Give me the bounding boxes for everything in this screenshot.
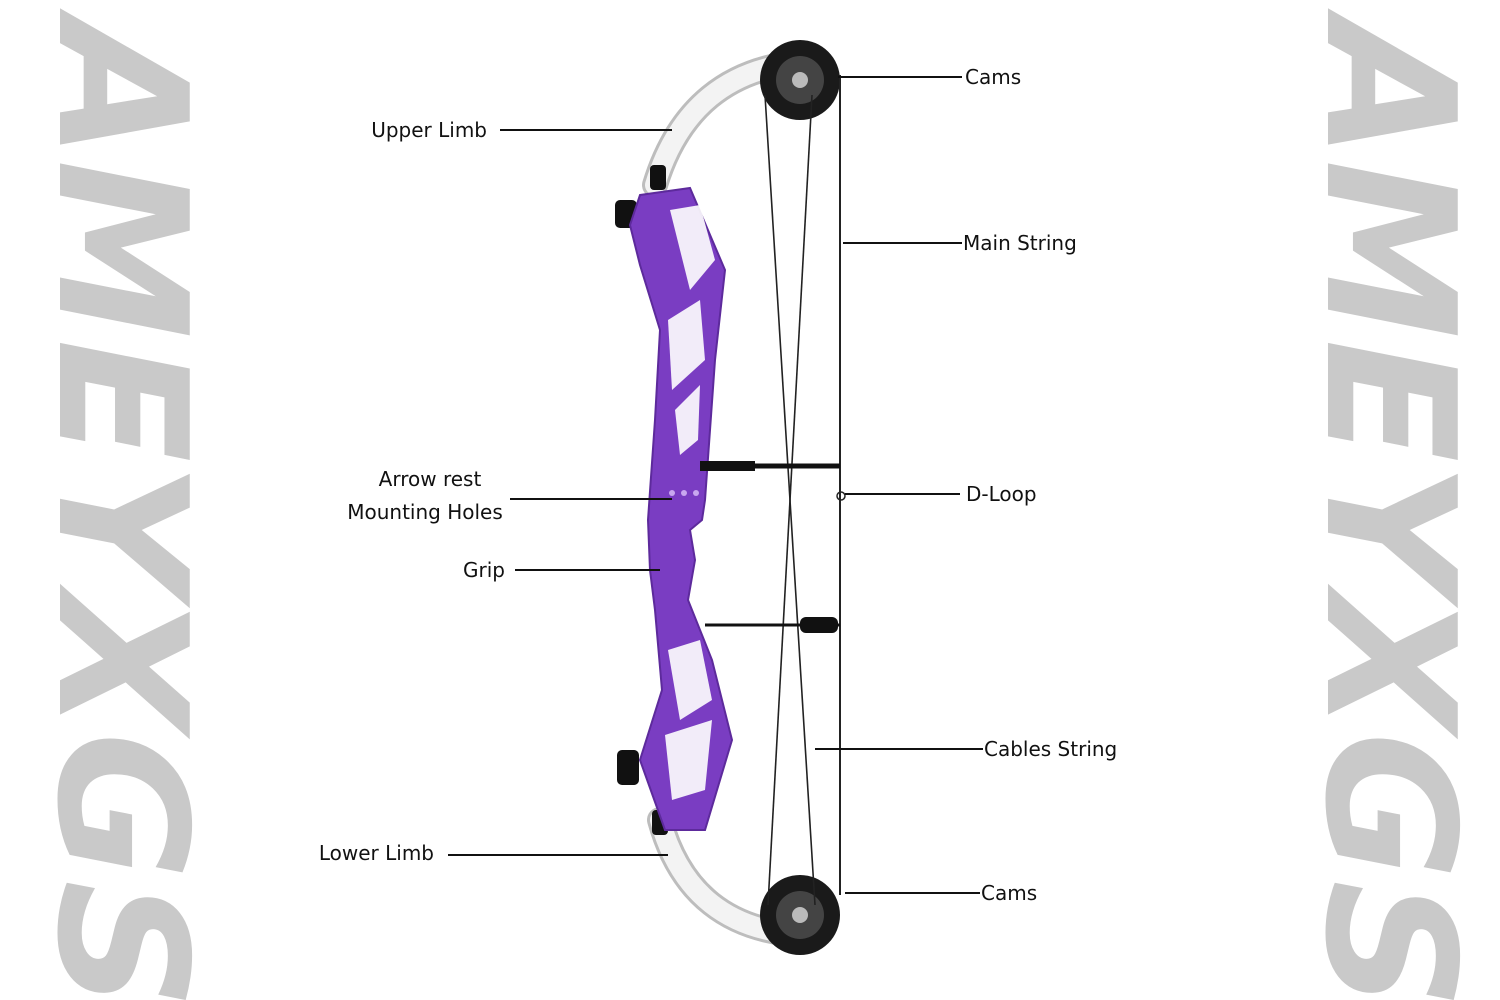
label-cams-top: Cams — [965, 65, 1021, 89]
label-arrow-rest: Arrow rest — [379, 467, 482, 491]
upper-cam — [760, 40, 840, 120]
label-cams-bottom: Cams — [981, 881, 1037, 905]
svg-text:AMEYXGS: AMEYXGS — [1286, 8, 1493, 1000]
svg-text:AMEYXGS: AMEYXGS — [18, 8, 225, 1000]
label-d-loop: D-Loop — [966, 482, 1037, 506]
watermark-right: AMEYXGS — [1281, 3, 1498, 1000]
label-upper-limb: Upper Limb — [371, 118, 487, 142]
cable-2 — [767, 94, 813, 906]
label-grip: Grip — [463, 558, 505, 582]
label-lower-limb: Lower Limb — [319, 841, 434, 865]
watermark-left: AMEYXGS — [13, 3, 230, 1000]
label-main-string: Main String — [963, 231, 1077, 255]
label-cables-string: Cables String — [984, 737, 1117, 761]
label-mounting-holes: Mounting Holes — [347, 500, 503, 524]
d-loop — [836, 491, 846, 501]
riser — [628, 186, 734, 831]
lower-cam — [760, 875, 840, 955]
